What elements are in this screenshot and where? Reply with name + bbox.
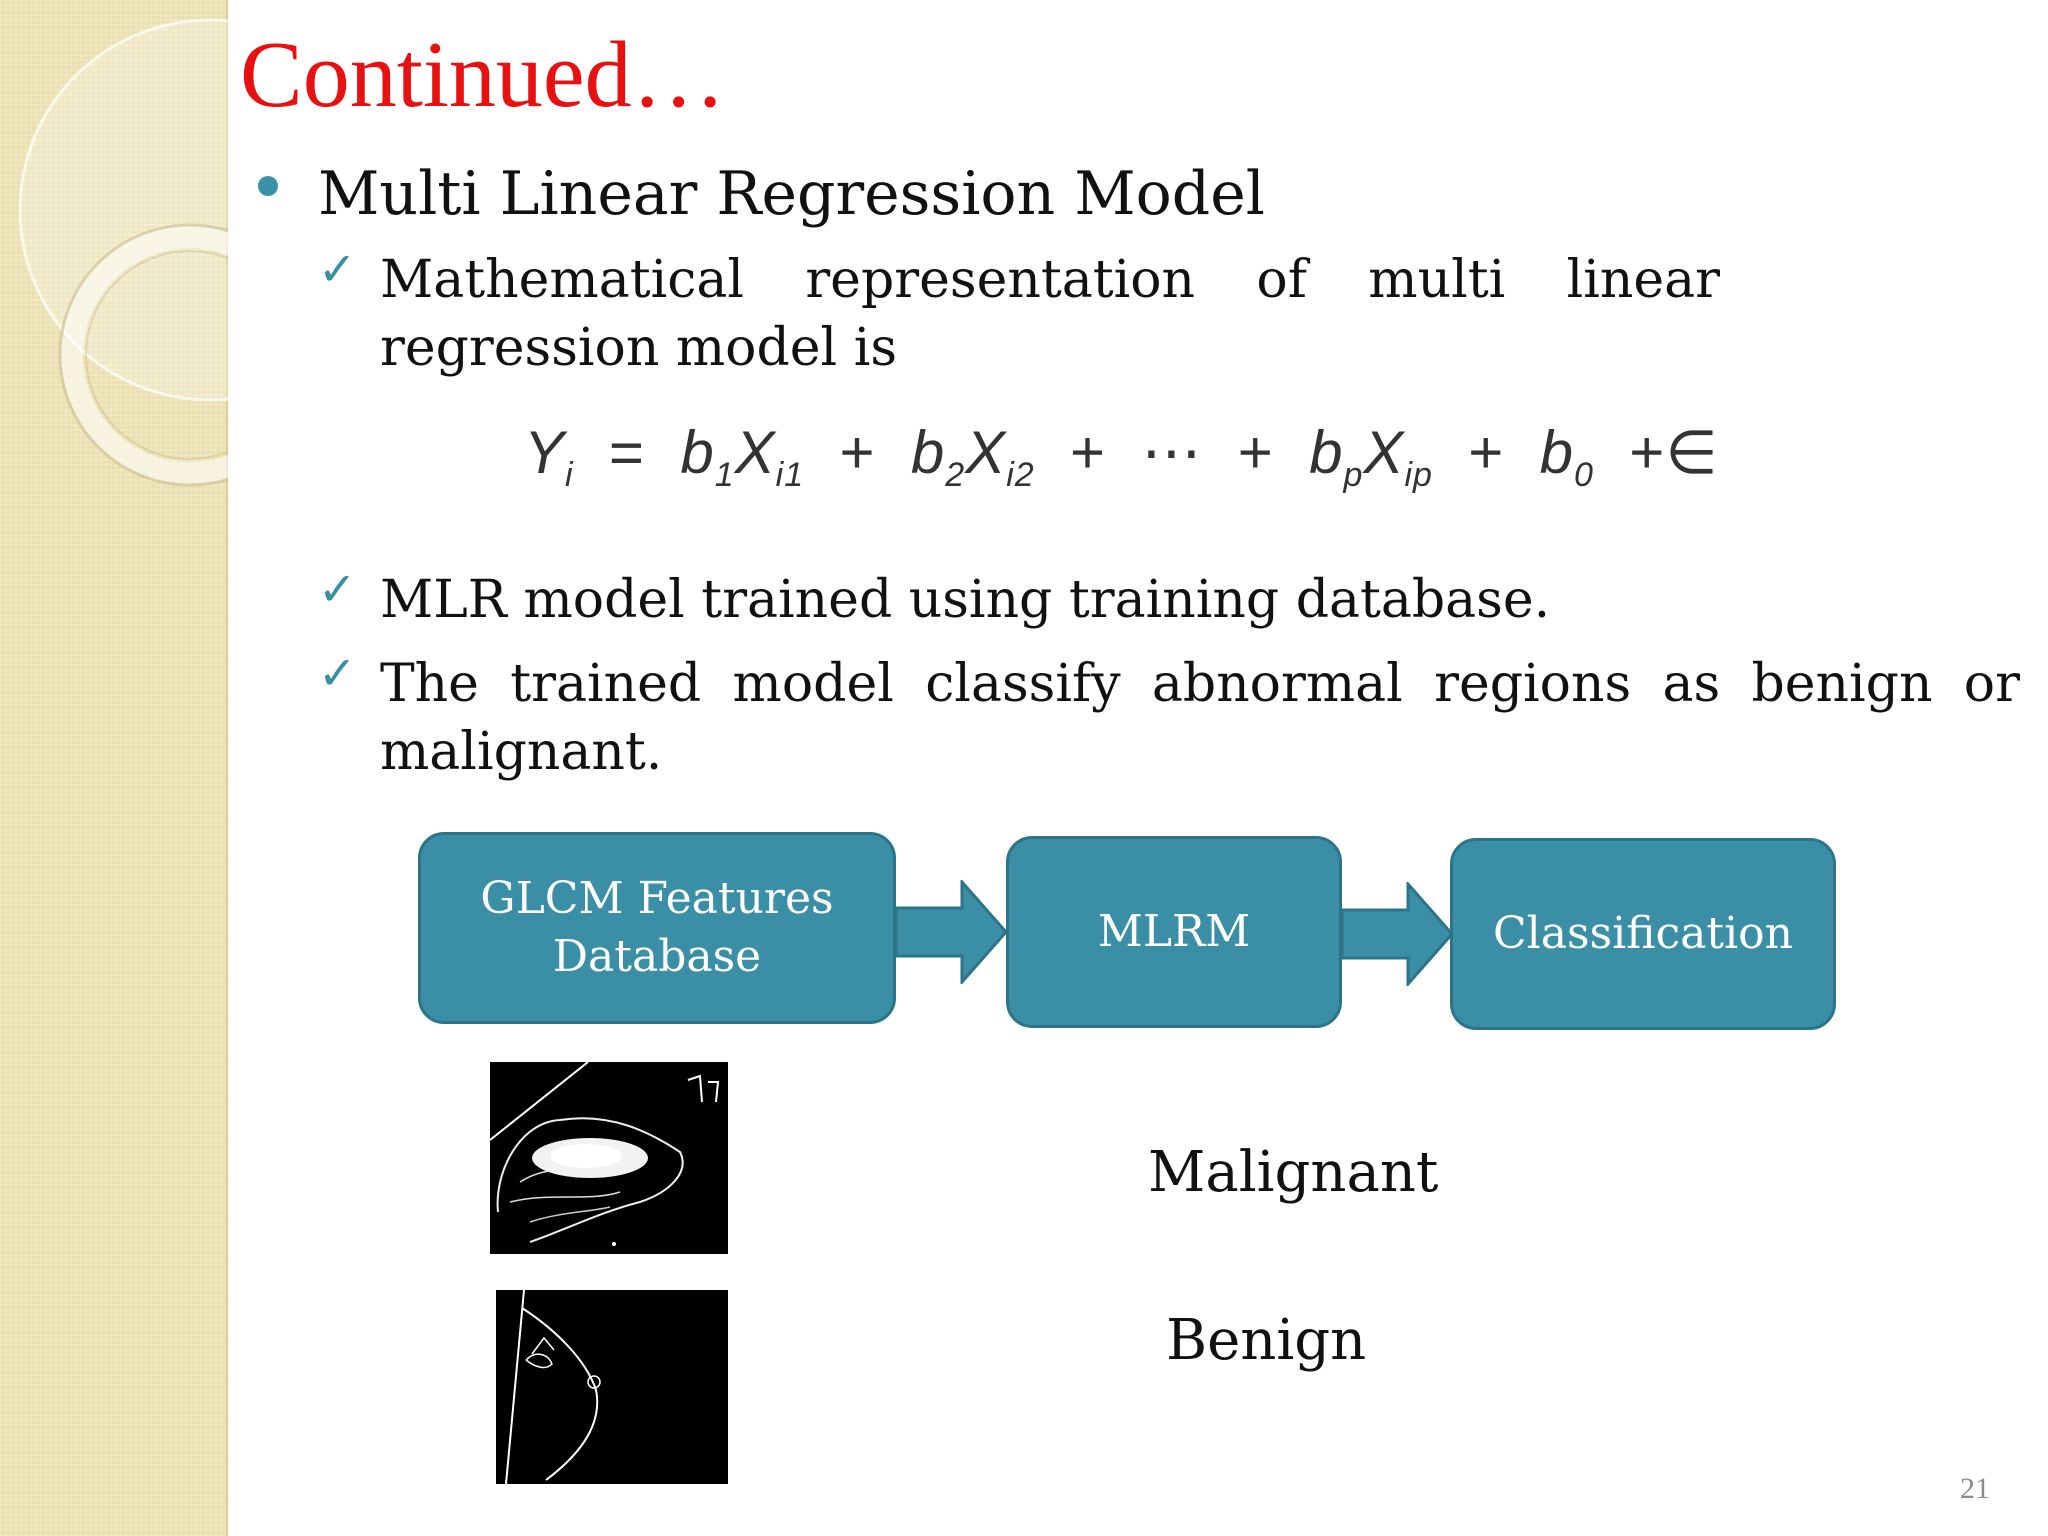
flow-box-mlrm: MLRM <box>1006 836 1342 1028</box>
flow-box-label: GLCM Features <box>480 873 834 924</box>
checkmark-icon: ✓ <box>318 242 357 296</box>
list-item: MLR model trained using training databas… <box>380 570 1551 630</box>
word: trained <box>510 654 702 714</box>
eq-subscript: 0 <box>1574 456 1594 494</box>
flow-box-label: Database <box>552 931 762 982</box>
checkmark-icon: ✓ <box>318 646 357 700</box>
list-item-line: regression model is <box>380 318 898 378</box>
word: of <box>1256 250 1307 310</box>
word: representation <box>805 250 1196 310</box>
flow-box-classification: Classification <box>1450 838 1836 1030</box>
malignant-mammogram-image <box>490 1062 728 1254</box>
word: model <box>732 654 894 714</box>
bullet-heading: Multi Linear Regression Model <box>318 159 1265 229</box>
eq-symbol: b <box>1539 419 1575 486</box>
eq-symbol: X <box>734 419 776 486</box>
eq-symbol: b <box>910 419 946 486</box>
eq-subscript: i1 <box>775 456 805 494</box>
eq-symbol: X <box>1363 419 1405 486</box>
arrow-right-icon <box>896 880 1008 984</box>
eq-symbol: b <box>680 419 715 486</box>
eq-subscript: i2 <box>1006 456 1035 494</box>
eq-symbol: X <box>965 419 1007 486</box>
list-item: The trained model classify abnormal regi… <box>380 650 2020 786</box>
label-benign: Benign <box>1166 1308 1367 1373</box>
eq-ellipsis: ⋯ <box>1141 419 1203 486</box>
word: benign <box>1751 654 1933 714</box>
checkmark-icon: ✓ <box>318 562 357 616</box>
eq-symbol: ∈ <box>1665 419 1719 486</box>
word: classify <box>925 654 1121 714</box>
side-band-edge <box>226 0 228 1536</box>
regression-equation: Yi = b1Xi1 + b2Xi2 + ⋯ + bpXip + b0 +∈ <box>524 419 1719 494</box>
word: or <box>1963 654 2020 714</box>
word: abnormal <box>1151 654 1403 714</box>
list-item-line: Mathematical representation of multi lin… <box>380 246 1720 314</box>
label-malignant: Malignant <box>1148 1140 1439 1205</box>
word: regions <box>1434 654 1632 714</box>
word: as <box>1662 654 1721 714</box>
arrow-right-icon <box>1342 882 1454 986</box>
eq-subscript: ip <box>1404 456 1433 494</box>
eq-subscript: 1 <box>714 456 735 494</box>
benign-mammogram-image <box>496 1290 728 1484</box>
page-number: 21 <box>1960 1472 1990 1505</box>
eq-symbol: b <box>1309 419 1344 486</box>
word: Mathematical <box>380 250 744 310</box>
eq-symbol: Y <box>524 419 566 486</box>
flow-box-glcm-features: GLCM Features Database <box>418 832 896 1024</box>
eq-subscript: 2 <box>945 456 966 494</box>
eq-subscript: p <box>1343 456 1364 494</box>
word: linear <box>1566 250 1720 310</box>
word: multi <box>1368 250 1506 310</box>
eq-subscript: i <box>565 456 574 494</box>
bullet-dot-icon <box>258 176 278 196</box>
list-item-line: The trained model classify abnormal regi… <box>380 650 2020 718</box>
decorative-rings-icon <box>18 18 228 487</box>
word: The <box>380 654 479 714</box>
list-item-line: malignant. <box>380 722 663 782</box>
slide-title: Continued… <box>240 23 726 127</box>
list-item: Mathematical representation of multi lin… <box>380 246 1720 382</box>
